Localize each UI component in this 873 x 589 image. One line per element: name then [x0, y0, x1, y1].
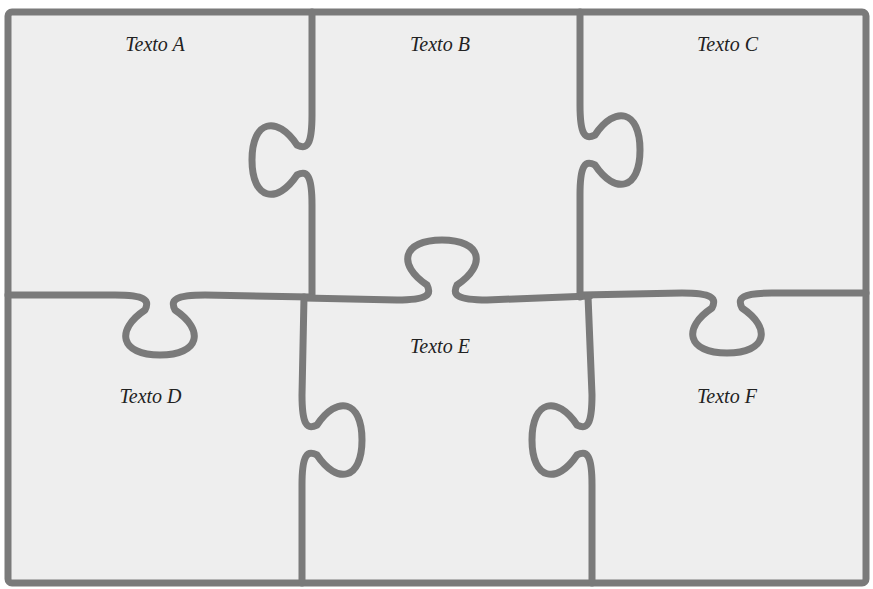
piece-edge [580, 12, 640, 297]
puzzle-piece: Texto F [692, 382, 762, 412]
puzzle-piece: Texto E [405, 332, 475, 362]
puzzle-piece: Texto C [692, 30, 763, 60]
puzzle-piece: Texto D [114, 382, 187, 412]
piece-label: Texto C [692, 30, 763, 58]
piece-label: Texto D [114, 382, 187, 410]
piece-label: Texto F [692, 382, 762, 410]
piece-edge [532, 296, 592, 583]
piece-edge [252, 12, 312, 297]
piece-edge [582, 293, 866, 353]
piece-label: Texto A [120, 30, 190, 58]
piece-label: Texto E [405, 332, 475, 360]
puzzle-piece: Texto A [120, 30, 190, 60]
puzzle-piece: Texto B [405, 30, 475, 60]
piece-edge [8, 295, 310, 355]
piece-edge [302, 297, 362, 583]
piece-label: Texto B [405, 30, 475, 58]
puzzle-frame [8, 12, 866, 583]
piece-edge [304, 240, 590, 300]
